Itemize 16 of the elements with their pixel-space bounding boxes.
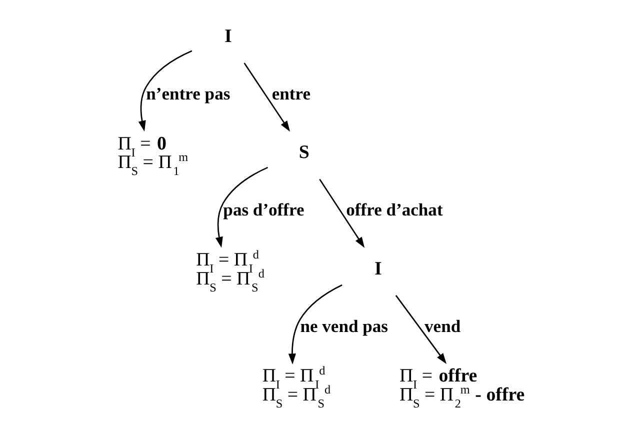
node-text: S xyxy=(298,142,309,164)
edge-label: offre d’achat xyxy=(346,200,442,220)
arrow xyxy=(394,295,446,364)
node-text: I xyxy=(374,258,382,280)
arrow xyxy=(318,178,364,248)
edge-label: ne vend pas xyxy=(300,316,388,336)
edge-label: entre xyxy=(271,84,310,104)
edge-label: vend xyxy=(424,316,460,336)
node-text: I xyxy=(224,26,232,47)
node-text: Π$_{I}$ = offre Π$_{S}$ = Π$_{2}$$^{m}$ - offre xyxy=(399,366,524,411)
arrow xyxy=(243,62,290,132)
arrow xyxy=(214,166,268,248)
arrow xyxy=(288,284,342,364)
arrow xyxy=(138,50,192,132)
edge-label: n’entre pas xyxy=(146,84,230,104)
edge-label: pas d’offre xyxy=(222,200,304,220)
